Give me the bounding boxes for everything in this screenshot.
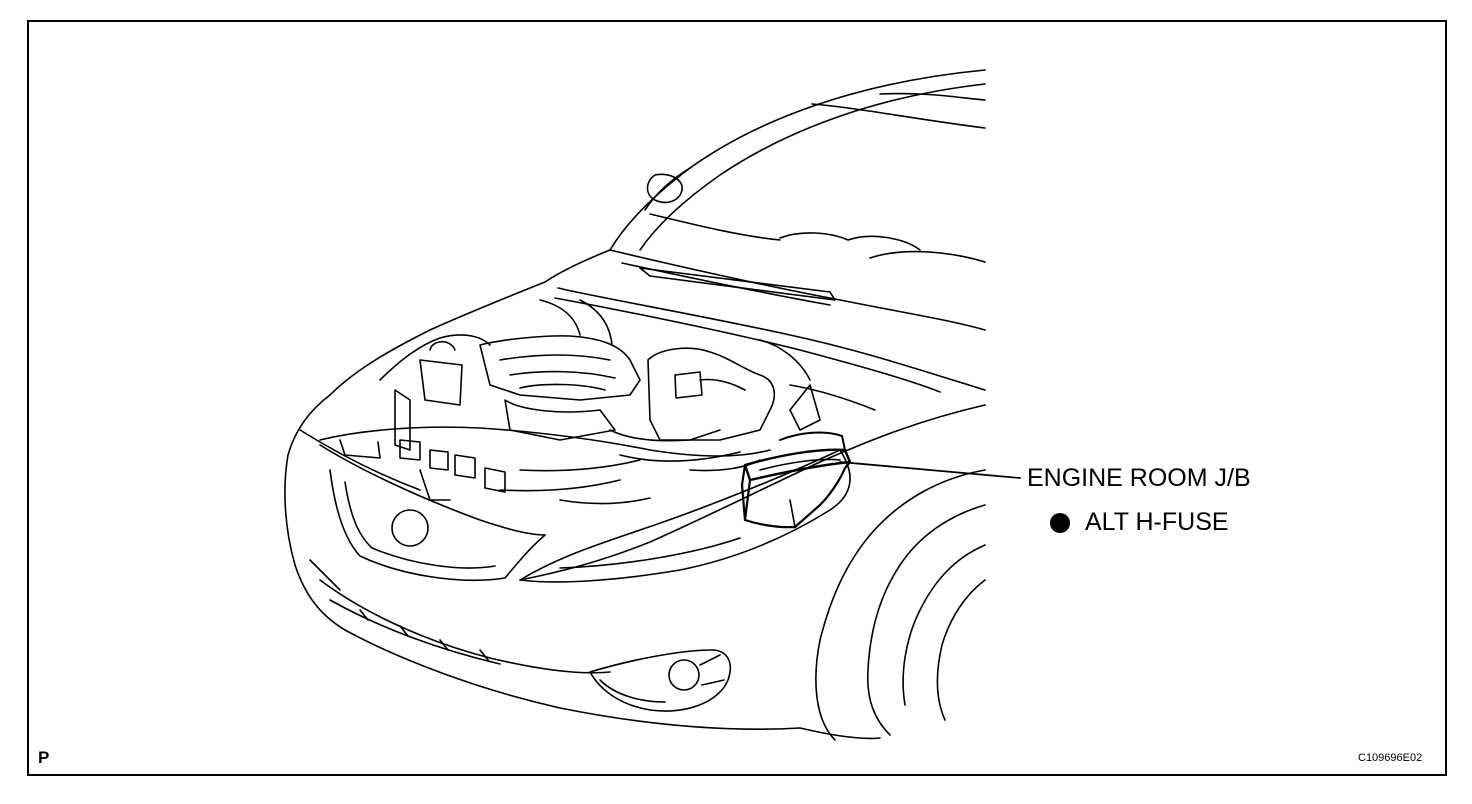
callout-component-label: ENGINE ROOM J/B — [1027, 464, 1251, 492]
corner-mark: P — [38, 748, 50, 767]
callout-part-row: ALT H-FUSE — [1050, 508, 1229, 537]
bullet-dot-icon — [1050, 512, 1070, 533]
figure-frame — [27, 20, 1447, 776]
figure-code: C109696E02 — [1358, 752, 1423, 764]
callout-part-label: ALT H-FUSE — [1085, 508, 1229, 536]
